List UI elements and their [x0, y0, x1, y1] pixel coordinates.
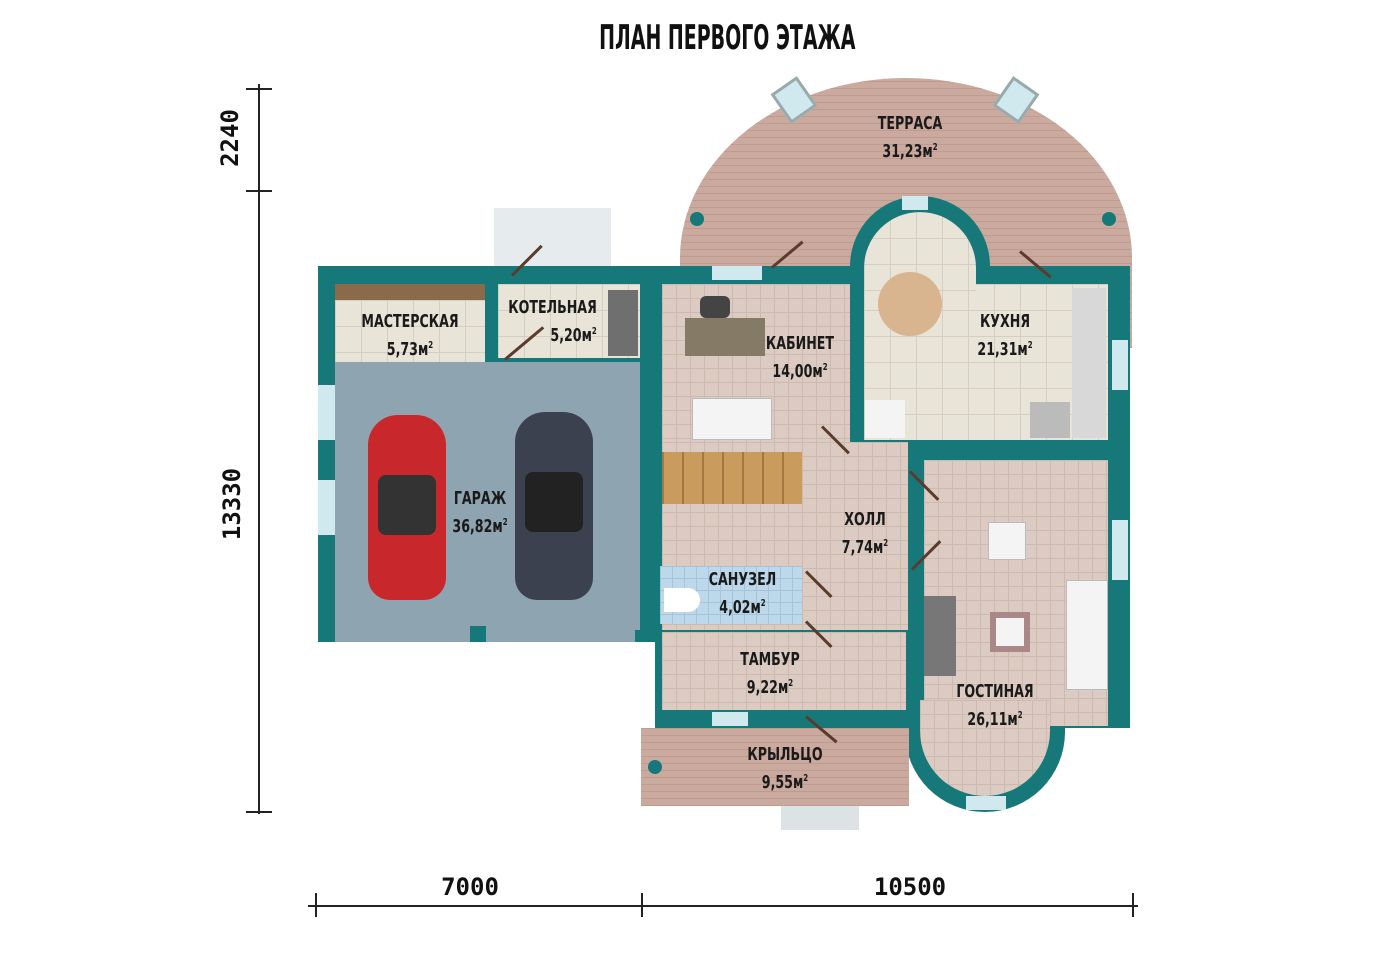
dimension-label: 7000 — [441, 873, 499, 901]
plan-title: ПЛАН ПЕРВОГО ЭТАЖА — [599, 18, 856, 58]
car-red — [368, 415, 446, 600]
chair — [700, 296, 730, 318]
dimension-label: 2240 — [216, 109, 244, 167]
sofa — [1066, 580, 1108, 690]
kitchen-counter — [1072, 288, 1106, 438]
desk — [685, 318, 765, 356]
window — [318, 480, 335, 535]
car-dark — [515, 412, 593, 600]
dimension-tick — [641, 893, 643, 917]
sofa — [692, 398, 772, 440]
window — [712, 266, 762, 280]
fireplace — [924, 596, 956, 676]
armchair — [988, 522, 1026, 560]
vestibule-floor — [662, 632, 906, 710]
window — [1112, 520, 1128, 580]
dimension-tick — [315, 893, 317, 917]
kitchen-bay-floor — [864, 212, 976, 292]
dining-table — [878, 272, 942, 336]
dimension-tick — [246, 88, 272, 90]
window — [712, 712, 748, 726]
boiler — [608, 290, 638, 356]
porch — [641, 728, 909, 806]
dimension-label: 13330 — [218, 467, 246, 541]
window — [902, 196, 928, 210]
dimension-tick — [1132, 893, 1134, 917]
garage-entry-step — [494, 208, 611, 268]
dimension-tick — [246, 190, 272, 192]
fridge — [865, 400, 905, 438]
window — [1112, 340, 1128, 390]
coffee-table — [990, 612, 1030, 652]
column — [690, 212, 704, 226]
vertical-dimension-line — [258, 84, 260, 814]
column — [470, 626, 486, 642]
column — [648, 760, 662, 774]
horizontal-dimension-line — [308, 905, 1138, 907]
column — [1102, 212, 1116, 226]
window — [966, 796, 1006, 810]
toilet — [664, 588, 700, 612]
window — [318, 385, 335, 440]
dimension-tick — [246, 811, 272, 813]
dimension-label: 10500 — [873, 873, 947, 901]
workshop-floor — [335, 284, 485, 362]
stove — [1030, 402, 1070, 438]
staircase — [662, 452, 802, 504]
porch-steps — [781, 806, 859, 830]
